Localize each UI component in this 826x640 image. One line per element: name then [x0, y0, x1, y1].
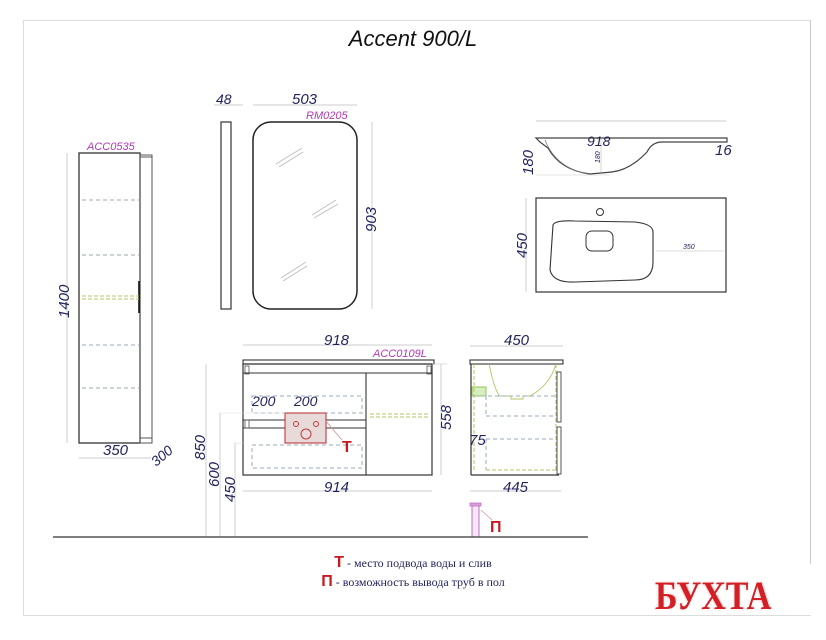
water-supply-marker: T	[342, 439, 352, 456]
floor-to-top: 850	[192, 434, 209, 460]
mirror-width: 503	[292, 91, 318, 108]
mirror-drawing: 48 503 RM0205 903	[214, 91, 380, 310]
legend-item-water: Т - место подвода воды и слив	[0, 554, 826, 572]
drawing-frame-right-edge	[810, 20, 811, 564]
cabinet-height: 558	[438, 404, 455, 430]
floor-pipe-marker: П	[490, 519, 502, 536]
side-bottom-depth: 445	[503, 479, 529, 496]
drawing-title: Accent 900/L	[348, 26, 478, 51]
side-top-depth: 450	[504, 332, 530, 349]
floor-to-pipes: 600	[206, 461, 223, 487]
mirror-height: 903	[363, 206, 380, 232]
legend-item-floor: П - возможность вывода труб в пол	[0, 573, 826, 591]
cabinet-top-width: 918	[324, 332, 350, 349]
cabinet-bottom-width: 914	[324, 479, 349, 496]
sink-width: 918	[587, 133, 611, 149]
sink-depth: 450	[514, 232, 531, 258]
sink-bowl-depth: 180	[595, 151, 602, 163]
legend-text-water: - место подвода воды и слив	[344, 556, 492, 570]
pipe-offset-right: 200	[293, 393, 318, 409]
floor-to-bottom: 450	[222, 476, 239, 502]
sink-right-offset: 350	[683, 244, 695, 251]
drawing-frame	[23, 20, 811, 616]
sink-height: 180	[520, 149, 537, 175]
pencil-case-code: ACC0535	[86, 141, 136, 153]
buhta-logo: БУХТА	[655, 573, 772, 618]
legend-marker-t: Т	[334, 554, 345, 571]
sink-top-drawing: 450 350	[514, 197, 727, 293]
sink-side-drawing: 918 180 180 16	[520, 120, 732, 176]
side-inner: 75	[469, 432, 486, 449]
cabinet-side-drawing: 450 75 445 П	[469, 332, 564, 538]
legend-marker-p: П	[321, 573, 333, 590]
legend-text-floor: - возможность вывода труб в пол	[332, 575, 505, 589]
pipe-offset-left: 200	[251, 393, 276, 409]
mirror-thickness: 48	[216, 91, 232, 107]
mirror-code: RM0205	[306, 110, 348, 122]
pencil-case-width: 350	[103, 442, 129, 459]
cabinet-front-drawing: 918 ACC0109L 200 200 T 558 914 850 600 4…	[192, 332, 455, 537]
cabinet-code: ACC0109L	[372, 348, 427, 360]
pencil-case-drawing: ACC0535 1400 350 300	[56, 141, 176, 469]
pencil-case-depth: 300	[148, 442, 176, 469]
pencil-case-height: 1400	[56, 284, 73, 318]
sink-lip: 16	[715, 142, 732, 159]
